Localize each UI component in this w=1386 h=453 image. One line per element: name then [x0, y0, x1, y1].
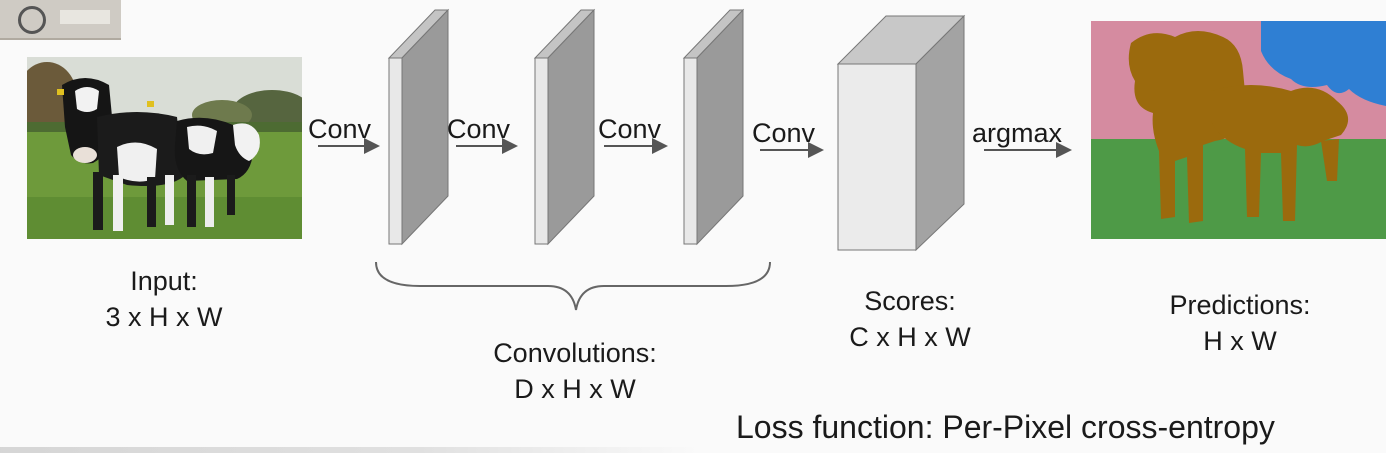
predictions-label: Predictions: H x W	[1140, 288, 1340, 359]
arrow-label-conv-1: Conv	[308, 114, 372, 144]
arrow-label-argmax: argmax	[972, 118, 1063, 148]
convolutions-title: Convolutions:	[493, 338, 657, 368]
predictions-title: Predictions:	[1169, 290, 1311, 320]
arrow-label-conv-4: Conv	[752, 118, 816, 148]
footer-citation-fragment	[0, 447, 700, 453]
predictions-shape: H x W	[1203, 325, 1277, 356]
input-title: Input:	[130, 266, 198, 296]
convolutions-shape: D x H x W	[514, 373, 636, 404]
scores-title: Scores:	[864, 286, 956, 316]
scores-shape: C x H x W	[849, 321, 971, 352]
arrow-label-conv-2: Conv	[447, 114, 511, 144]
convolutions-brace	[375, 261, 771, 311]
predictions-segmentation-map	[1091, 21, 1386, 239]
video-thumbnail	[0, 0, 121, 40]
conv-layer-2	[533, 8, 596, 246]
input-label: Input: 3 x H x W	[74, 264, 254, 335]
scores-label: Scores: C x H x W	[820, 284, 1000, 355]
scores-volume	[836, 14, 966, 252]
convolutions-label: Convolutions: D x H x W	[460, 336, 690, 407]
conv-layer-1	[387, 8, 450, 246]
input-cow-photo	[27, 57, 302, 239]
arrow-label-conv-3: Conv	[598, 114, 662, 144]
conv-layer-3	[682, 8, 745, 246]
input-shape: 3 x H x W	[105, 301, 223, 332]
loss-function-text: Loss function: Per-Pixel cross-entropy	[736, 409, 1275, 445]
